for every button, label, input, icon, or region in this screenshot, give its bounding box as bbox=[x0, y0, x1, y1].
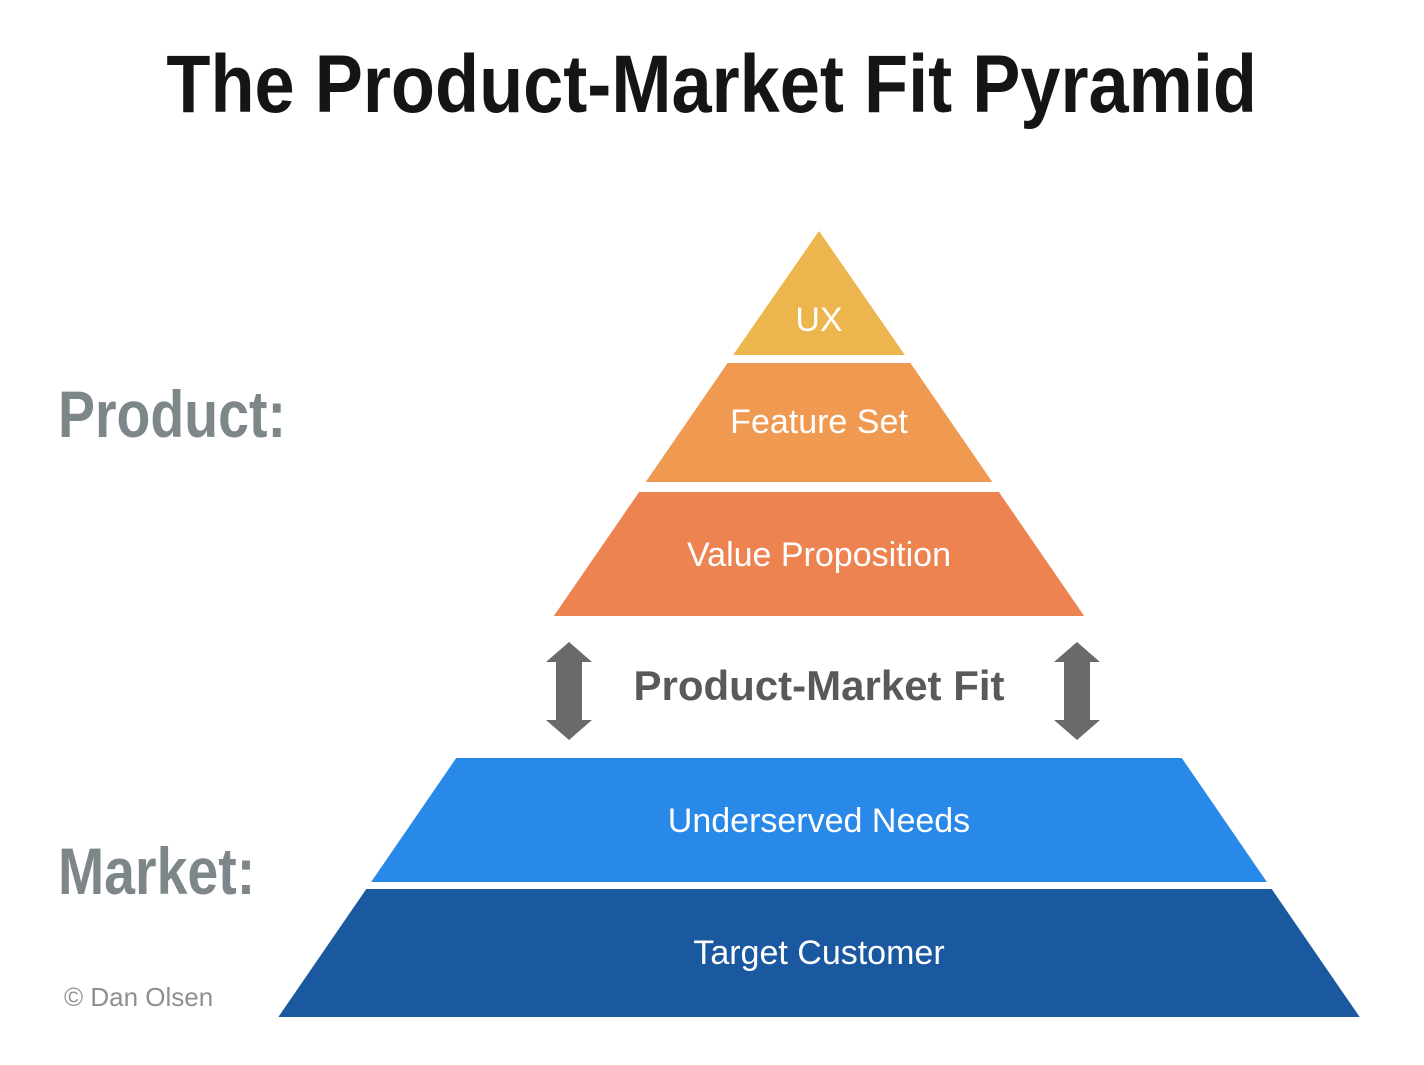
pyramid-layer-value-proposition bbox=[553, 492, 1085, 616]
up-down-arrow-icon-left bbox=[546, 642, 592, 740]
layer-label-underserved-needs: Underserved Needs bbox=[668, 802, 970, 840]
page-title-text: The Product-Market Fit Pyramid bbox=[166, 39, 1258, 130]
layer-label-target-customer: Target Customer bbox=[693, 934, 944, 972]
pyramid-layer-underserved-needs bbox=[371, 758, 1267, 882]
pyramid-layer-ux bbox=[733, 231, 905, 355]
up-down-arrow-icon-right bbox=[1054, 642, 1100, 740]
pyramid-layer-feature-set bbox=[645, 363, 993, 482]
market-side-label: Market: bbox=[58, 838, 293, 904]
layer-label-feature-set: Feature Set bbox=[730, 403, 908, 441]
layer-label-value-proposition: Value Proposition bbox=[687, 536, 951, 574]
page-title: The Product-Market Fit Pyramid bbox=[0, 44, 1424, 126]
pyramid-layer-target-customer bbox=[278, 889, 1360, 1017]
product-market-fit-label: Product-Market Fit bbox=[633, 662, 1004, 709]
market-side-label-text: Market: bbox=[58, 834, 256, 908]
copyright-note: © Dan Olsen bbox=[64, 982, 214, 1012]
product-side-label-text: Product: bbox=[58, 377, 286, 451]
product-side-label: Product: bbox=[58, 381, 329, 447]
layer-label-ux: UX bbox=[795, 301, 842, 339]
